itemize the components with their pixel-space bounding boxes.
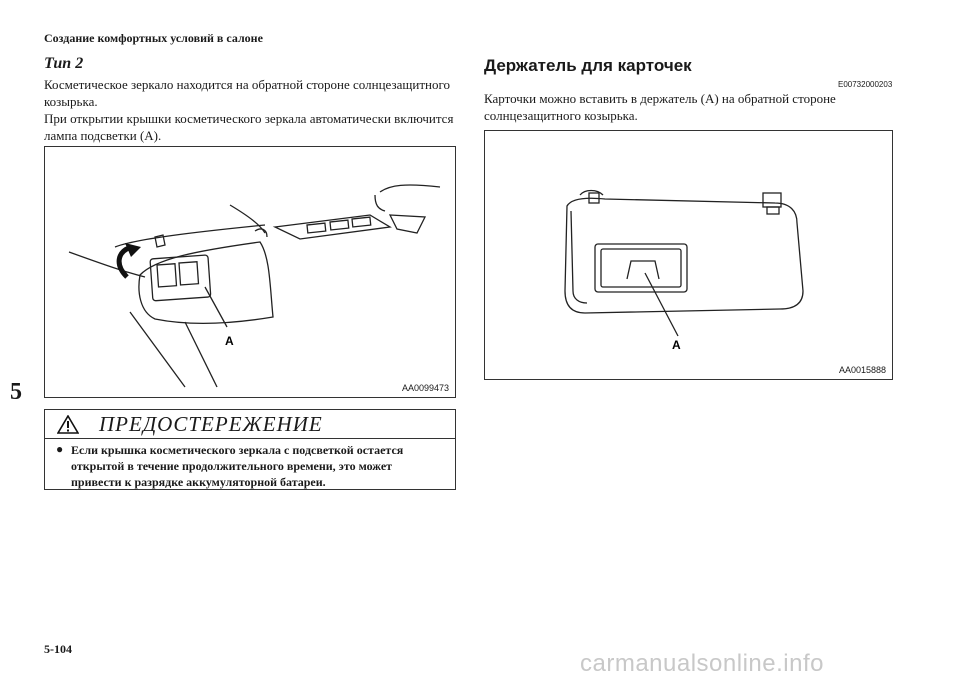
warning-triangle-icon: [57, 415, 79, 434]
figure-vanity-mirror: A AA0099473: [44, 146, 456, 398]
figure-code: AA0099473: [401, 383, 449, 393]
running-header: Создание комфортных условий в салоне: [44, 31, 263, 45]
paragraph-mirror-location: Косметическое зеркало находится на обрат…: [44, 77, 450, 109]
left-text-block: Косметическое зеркало находится на обрат…: [44, 76, 454, 144]
warning-box: ПРЕДОСТЕРЕЖЕНИЕ ● Если крышка косметичес…: [44, 409, 456, 490]
vanity-mirror-illustration: A: [68, 184, 441, 388]
figure-label-a: A: [672, 338, 681, 352]
watermark: carmanualsonline.info: [580, 650, 824, 677]
paragraph-card-holder: Карточки можно вставить в держатель (A) …: [484, 91, 836, 123]
page-number: 5-104: [44, 642, 72, 656]
subsection-title: Тип 2: [44, 55, 84, 72]
section-code: E00732000203: [838, 80, 893, 89]
bullet-icon: ●: [56, 442, 64, 456]
card-holder-illustration: A: [564, 189, 804, 352]
chapter-tab: 5: [10, 379, 22, 405]
section-title: Держатель для карточек: [484, 56, 692, 75]
warning-header: ПРЕДОСТЕРЕЖЕНИЕ: [45, 410, 455, 439]
figure-label-a: A: [225, 334, 234, 348]
figure-card-holder: A AA0015888: [484, 130, 893, 380]
figure-code: AA0015888: [838, 365, 886, 375]
warning-title: ПРЕДОСТЕРЕЖЕНИЕ: [99, 412, 323, 436]
warning-text: Если крышка косметического зеркала с под…: [71, 443, 404, 489]
paragraph-lamp: При открытии крышки косметического зерка…: [44, 111, 454, 143]
